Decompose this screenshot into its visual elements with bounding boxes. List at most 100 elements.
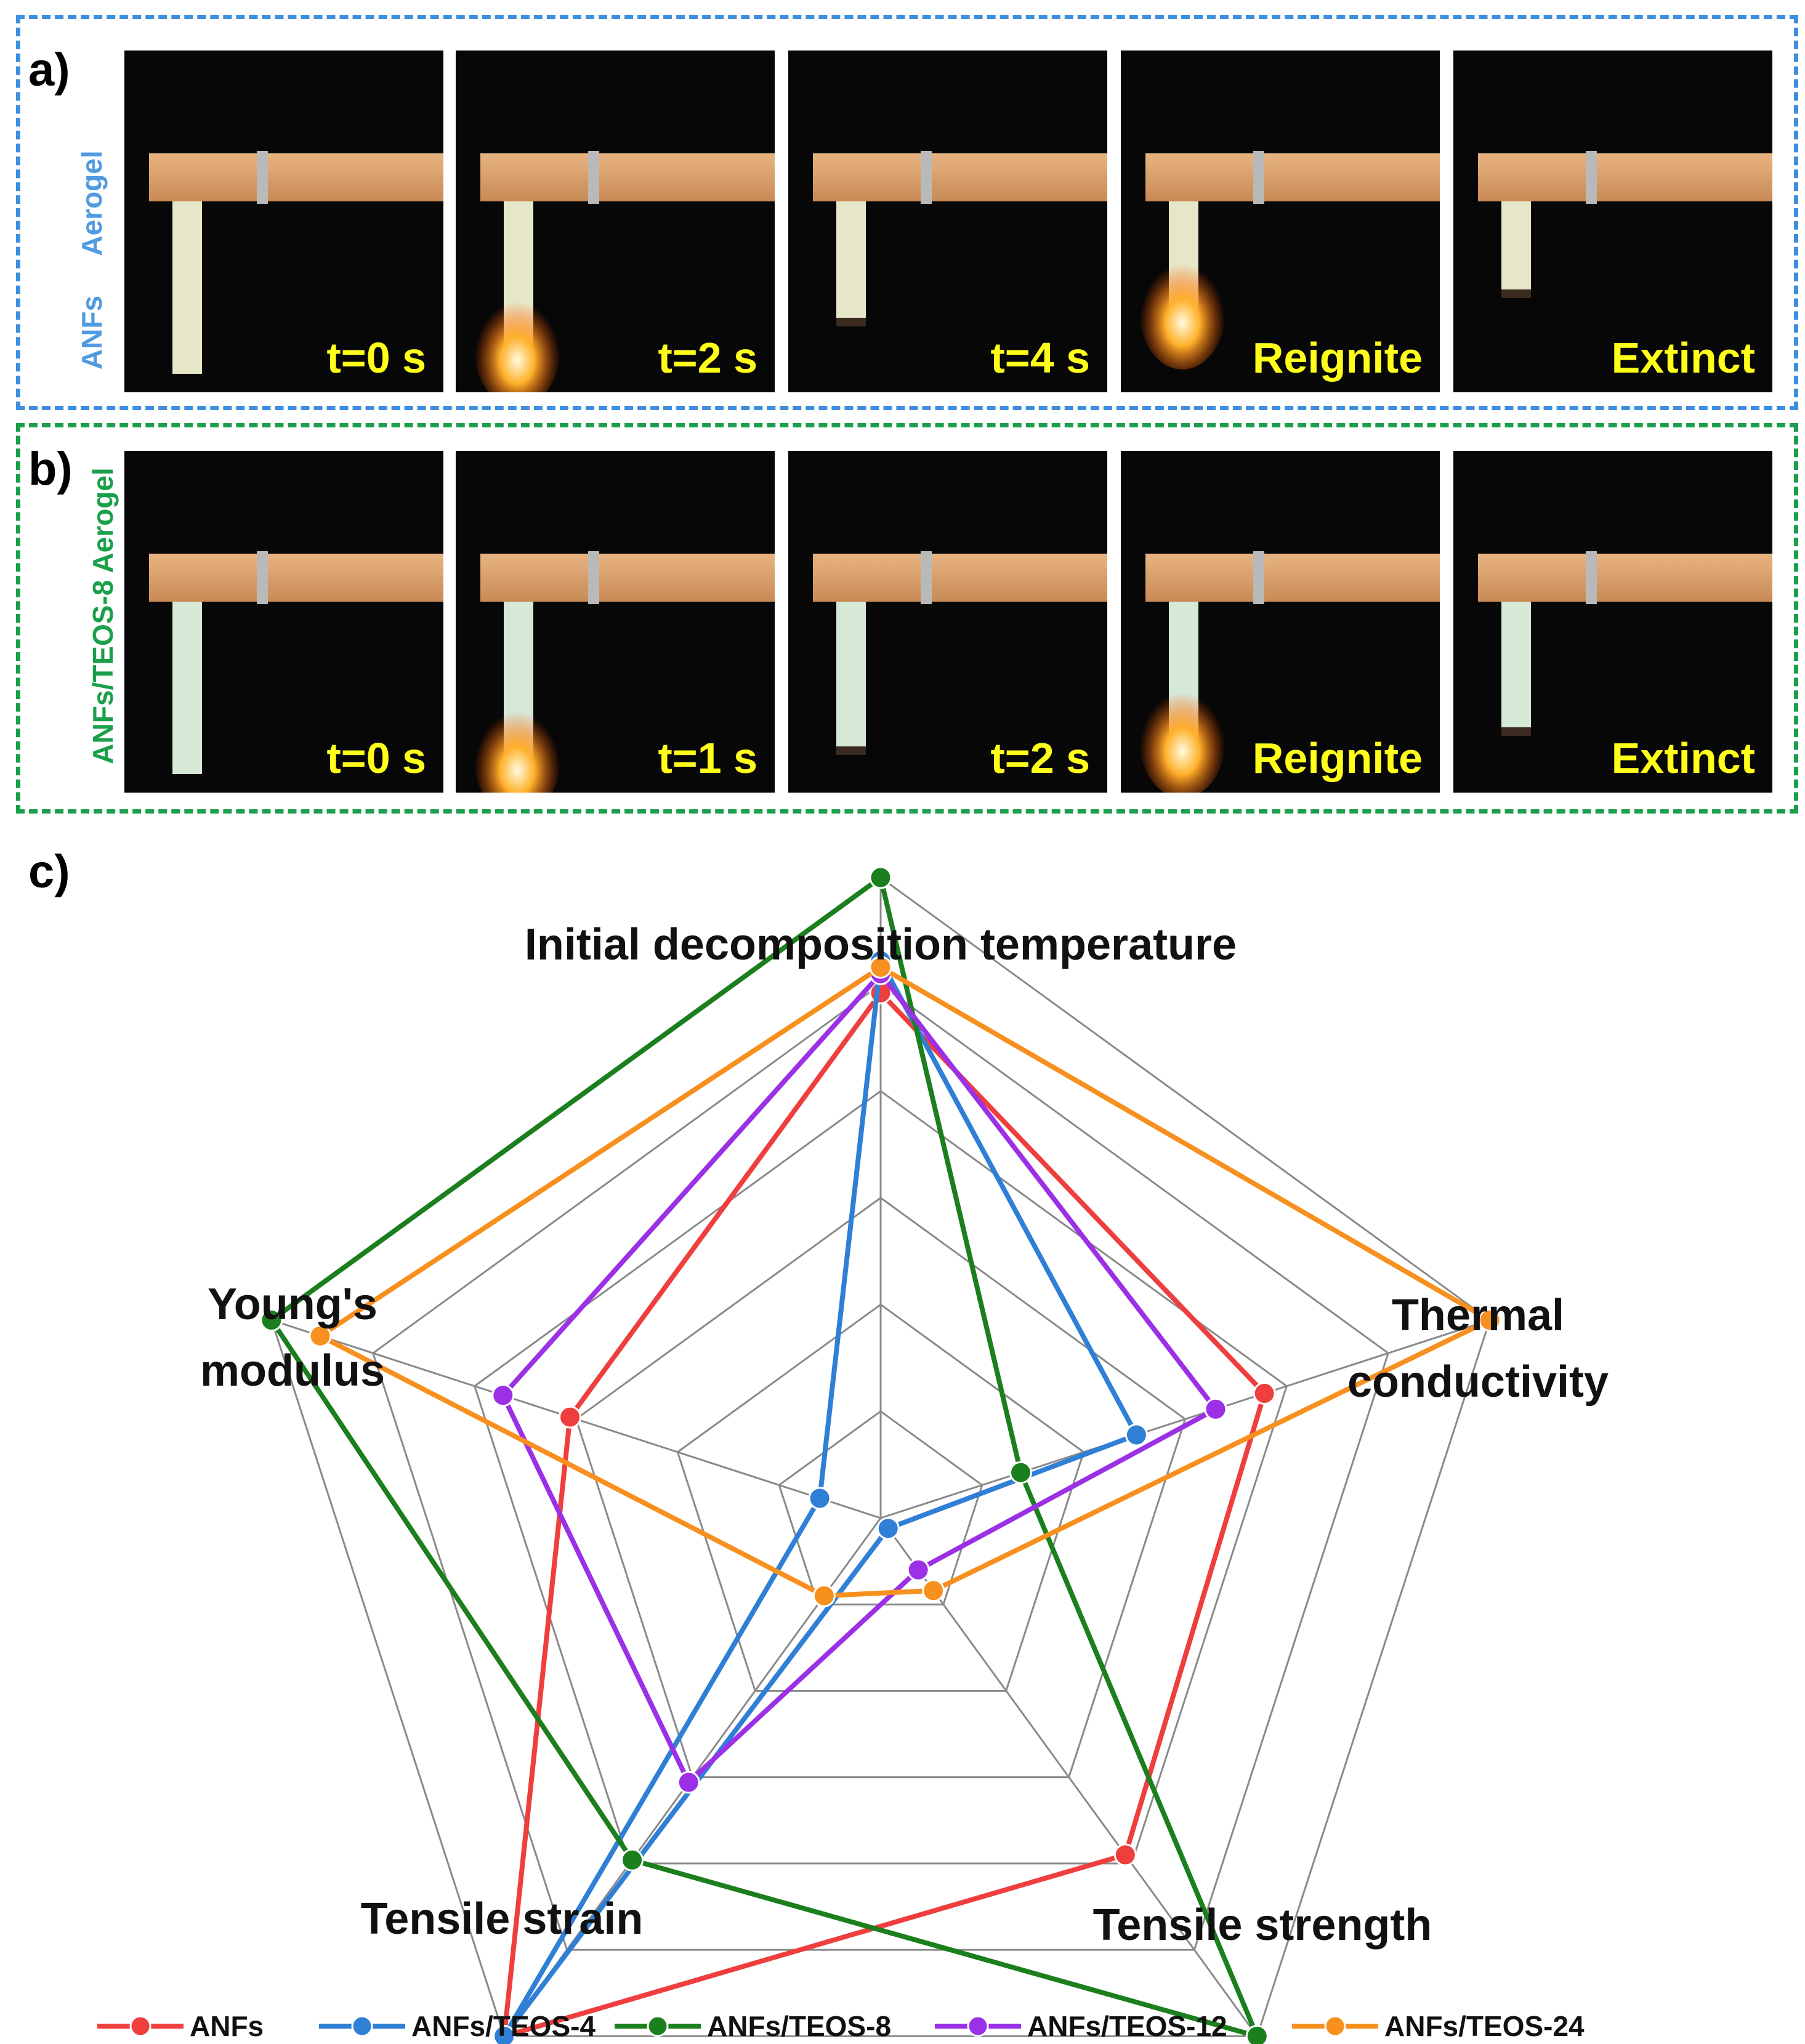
series-line	[501, 988, 1267, 2040]
data-point	[869, 956, 892, 979]
data-point	[1245, 2024, 1269, 2044]
photo-frame: Reignite	[1121, 451, 1440, 793]
legend-label: ANFs/TEOS-4	[411, 2010, 596, 2042]
data-point	[812, 1584, 836, 1607]
data-point	[922, 1579, 945, 1602]
photo-caption: t=0 s	[326, 734, 427, 782]
burn-test-illustration	[124, 451, 443, 793]
axis-label: Young's	[208, 1280, 378, 1329]
photo-frame: t=1 s	[456, 451, 775, 793]
chart-legend: ANFs ANFs/TEOS-4 ANFs/TEOS-8 ANFs/TEOS-12 AN…	[97, 2010, 1585, 2042]
burn-test-illustration	[1453, 451, 1772, 793]
data-point	[260, 1309, 283, 1332]
data-point	[309, 1324, 332, 1347]
burn-test-illustration	[788, 50, 1107, 392]
series-anfs-teos-12	[491, 962, 1227, 1794]
photo-caption: t=0 s	[326, 334, 427, 382]
legend-label: ANFs/TEOS-12	[1027, 2010, 1227, 2042]
axis-label: conductivity	[1347, 1357, 1609, 1407]
photo-caption: Reignite	[1252, 334, 1423, 382]
series-line	[499, 969, 1220, 1787]
photo-caption: Extinct	[1611, 734, 1755, 782]
data-point	[808, 1487, 831, 1510]
panel-b-side-label: ANFs/TEOS-8 Aerogel	[87, 467, 119, 764]
burn-test-illustration	[124, 50, 443, 392]
legend-label: ANFs	[190, 2010, 264, 2042]
photo-caption: t=1 s	[658, 734, 758, 782]
data-point	[559, 1405, 582, 1429]
series-anfs-teos-24	[309, 956, 1501, 1607]
grid-ring	[575, 1197, 1187, 1779]
panel-c-label: c)	[28, 846, 70, 898]
legend-item: ANFs/TEOS-24	[1292, 2010, 1585, 2042]
legend-swatch-marker	[1324, 2015, 1346, 2037]
legend-swatch-marker	[129, 2015, 151, 2037]
legend-item: ANFs	[97, 2010, 264, 2042]
photo-frame: t=2 s	[788, 451, 1107, 793]
axis-label: Tensile strength	[1093, 1901, 1432, 1950]
grid-spoke	[880, 1319, 1490, 1519]
data-point	[677, 1771, 700, 1794]
photo-caption: Extinct	[1611, 334, 1755, 382]
axis-label: Initial decomposition temperature	[525, 920, 1237, 969]
photo-caption: t=2 s	[658, 334, 758, 382]
panel-b-label: b)	[28, 443, 73, 495]
photo-frame: t=2 s	[456, 50, 775, 392]
legend-item: ANFs/TEOS-4	[319, 2010, 596, 2042]
legend-swatch-marker	[351, 2015, 373, 2037]
grid-ring	[371, 983, 1390, 1951]
radar-grid	[270, 876, 1491, 2037]
data-point	[869, 866, 892, 889]
grid-ring	[473, 1089, 1288, 1865]
legend-item: ANFs/TEOS-8	[615, 2010, 891, 2042]
burn-test-illustration	[1453, 50, 1772, 392]
burn-test-illustration	[1121, 50, 1440, 392]
panel-b-frame	[16, 423, 1798, 814]
data-point	[1253, 1382, 1276, 1405]
grid-ring	[676, 1303, 1085, 1692]
data-point	[907, 1558, 930, 1581]
data-point	[1113, 1843, 1137, 1867]
photo-frame: Extinct	[1453, 50, 1772, 392]
photo-caption: t=4 s	[990, 334, 1091, 382]
burn-test-illustration	[456, 50, 775, 392]
data-point	[621, 1848, 644, 1872]
series-line	[268, 873, 1262, 2040]
photo-frame: Reignite	[1121, 50, 1440, 392]
data-point	[1204, 1397, 1227, 1421]
series-line	[315, 964, 1495, 1599]
axis-label: Thermal	[1392, 1291, 1564, 1340]
axis-label: Tensile strain	[361, 1894, 644, 1944]
data-point	[1009, 1461, 1032, 1484]
data-point	[491, 1384, 515, 1407]
burn-test-illustration	[456, 451, 775, 793]
burn-test-illustration	[788, 451, 1107, 793]
data-point	[1125, 1423, 1148, 1447]
photo-frame: t=0 s	[124, 451, 443, 793]
radar-axis-labels: Initial decomposition temperatureThermal…	[200, 920, 1609, 1950]
panel-a-side-label-aerogel: Aerogel	[76, 150, 108, 256]
legend-swatch-marker	[967, 2015, 989, 2037]
data-point	[876, 1517, 900, 1540]
legend-swatch-marker	[647, 2015, 669, 2037]
photo-frame: t=0 s	[124, 50, 443, 392]
series-anfs-teos-8	[260, 866, 1269, 2044]
data-point	[1478, 1309, 1501, 1332]
radar-series	[260, 866, 1501, 2044]
burn-test-illustration	[1121, 451, 1440, 793]
data-point	[493, 2024, 516, 2044]
legend-item: ANFs/TEOS-12	[935, 2010, 1227, 2042]
photo-caption: Reignite	[1252, 734, 1423, 782]
panel-a-side-label-anfs: ANFs	[76, 295, 108, 370]
radar-chart: Initial decomposition temperatureThermal…	[97, 866, 1609, 2044]
photo-frame: Extinct	[1453, 451, 1772, 793]
series-anfs	[493, 981, 1276, 2044]
panel-a-label: a)	[28, 44, 70, 96]
grid-spoke	[879, 1517, 1258, 2037]
photo-caption: t=2 s	[990, 734, 1091, 782]
legend-label: ANFs/TEOS-8	[707, 2010, 891, 2042]
panel-a-frame	[16, 15, 1798, 410]
legend-label: ANFs/TEOS-24	[1384, 2010, 1585, 2042]
axis-label: modulus	[200, 1346, 385, 1396]
photo-frame: t=4 s	[788, 50, 1107, 392]
